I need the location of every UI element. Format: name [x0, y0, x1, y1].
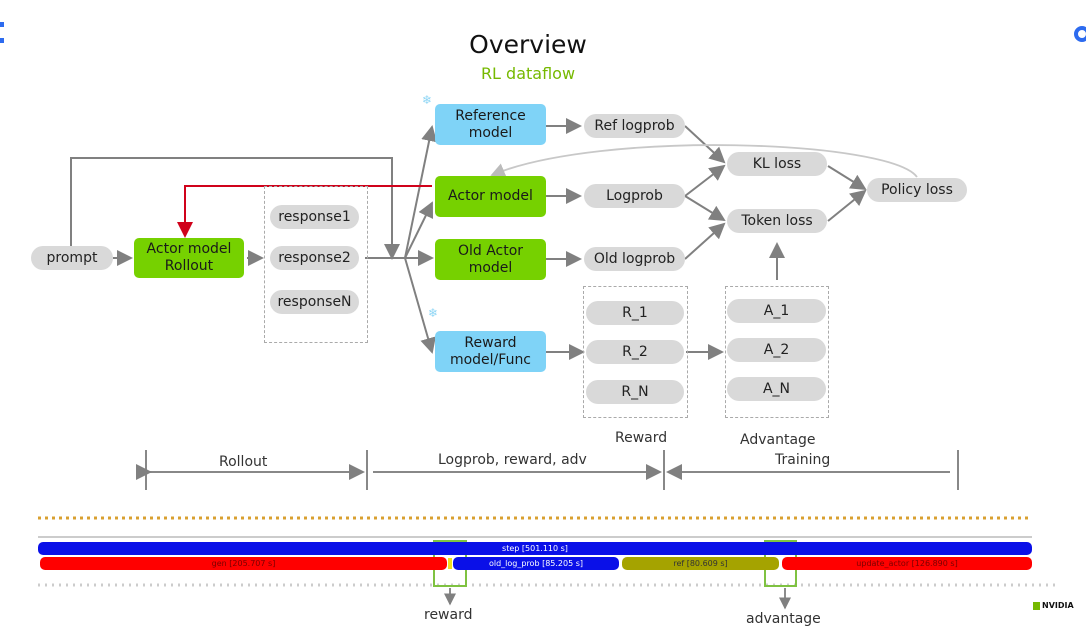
- policy-to-actor-feedback: [490, 144, 918, 178]
- timeline-bar-step[interactable]: step [501.110 s]: [38, 542, 1032, 555]
- timeline-bar-gen[interactable]: gen [205.707 s]: [40, 557, 447, 570]
- logprob-node: Logprob: [584, 184, 685, 208]
- token-loss-node: Token loss: [727, 209, 827, 233]
- timeline-bar-update-actor[interactable]: update_actor [126.890 s]: [782, 557, 1032, 570]
- policy-loss-node: Policy loss: [867, 178, 967, 202]
- phase-label-training: Training: [775, 452, 831, 468]
- nvidia-logo-text: NVIDIA: [1042, 601, 1074, 610]
- left-edge-marker-2: [0, 38, 4, 43]
- old-logprob-node: Old logprob: [584, 247, 685, 271]
- frozen-snowflake-icon: ❄: [422, 93, 433, 107]
- kl-to-policy: [827, 165, 867, 191]
- reward-item: R_2: [586, 340, 684, 364]
- oldlogprob-to-token: [684, 222, 726, 260]
- response-item: response1: [270, 205, 359, 229]
- kl-loss-node: KL loss: [727, 152, 827, 176]
- advantage-group-label: Advantage: [740, 432, 816, 448]
- token-to-policy: [827, 189, 867, 222]
- timeline-bar-old-log-prob[interactable]: old_log_prob [85.205 s]: [453, 557, 619, 570]
- page-subtitle: RL dataflow: [480, 64, 576, 83]
- reward-group: [583, 286, 688, 418]
- advantage-group: [725, 286, 829, 418]
- advantage-item: A_1: [727, 299, 826, 323]
- response-item: responseN: [270, 290, 359, 314]
- reward-group-label: Reward: [615, 430, 668, 446]
- timeline-bar-reward-gap: [448, 558, 452, 569]
- fan-to-reward: [404, 257, 436, 354]
- advantage-item: A_2: [727, 338, 826, 362]
- logprob-to-token: [684, 195, 726, 222]
- left-edge-marker: [0, 22, 4, 27]
- reward-annotation-label: reward: [424, 607, 473, 623]
- reward-item: R_N: [586, 380, 684, 404]
- nvidia-eye-icon: [1033, 601, 1040, 610]
- timeline-bar-ref[interactable]: ref [80.609 s]: [622, 557, 779, 570]
- reference-model-node: Reference model: [435, 104, 546, 145]
- phase-label-logprob: Logprob, reward, adv: [438, 452, 587, 468]
- actor-model-node: Actor model: [435, 176, 546, 217]
- old-actor-model-node: Old Actor model: [435, 239, 546, 280]
- ref-logprob-node: Ref logprob: [584, 114, 685, 138]
- fan-to-actor: [404, 201, 434, 259]
- responses-group: [264, 186, 368, 343]
- nvidia-logo: NVIDIA: [1033, 601, 1074, 610]
- advantage-annotation-label: advantage: [746, 611, 821, 627]
- page-title: Overview: [469, 30, 587, 59]
- response-item: response2: [270, 246, 359, 270]
- reflogprob-to-kl: [684, 125, 726, 164]
- actor-rollout-node: Actor model Rollout: [134, 238, 244, 278]
- reward-model-node: Reward model/Func: [435, 331, 546, 372]
- reward-item: R_1: [586, 301, 684, 325]
- prompt-node: prompt: [31, 246, 113, 270]
- frozen-snowflake-icon: ❄: [428, 306, 439, 320]
- phase-label-rollout: Rollout: [219, 454, 268, 470]
- assistant-circle-icon[interactable]: [1074, 26, 1086, 42]
- fan-to-reference: [404, 125, 438, 259]
- prompt-bypass-line: [70, 157, 400, 260]
- logprob-to-kl: [684, 164, 726, 197]
- advantage-item: A_N: [727, 377, 826, 401]
